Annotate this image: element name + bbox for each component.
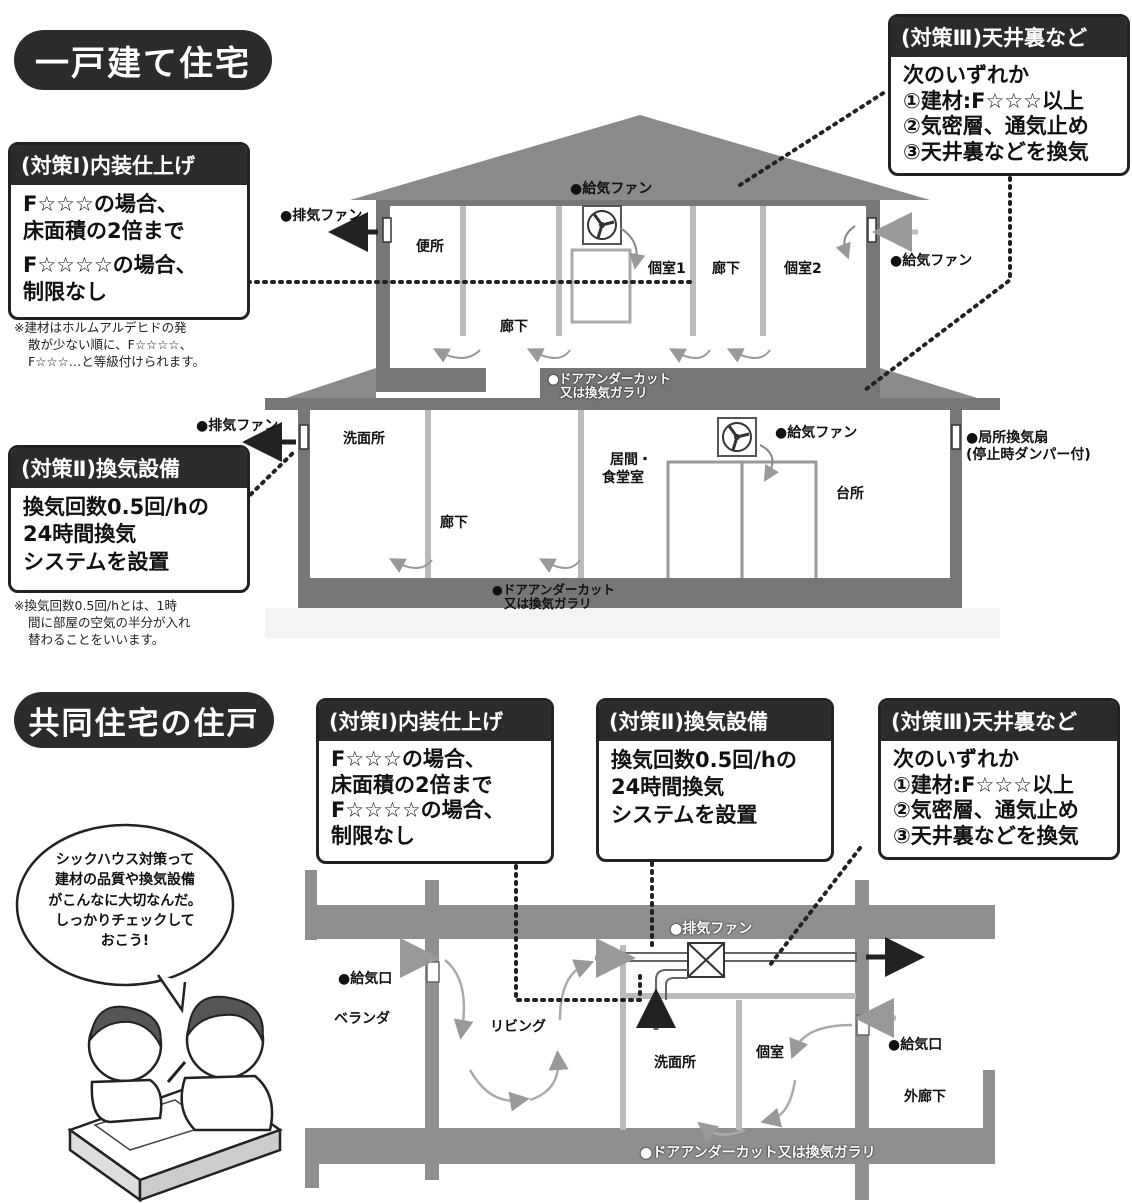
supply-fan-label: ●給気ファン (890, 253, 973, 269)
apartment-measure3-header: (対策Ⅲ)天井裏など (881, 701, 1117, 741)
speech-bubble-illustration (15, 823, 235, 1014)
door-undercut-label: ●ドアアンダーカット 又は換気ガラリ (492, 582, 615, 612)
exhaust-fan-label: ●排気ファン (280, 208, 363, 224)
apartment-measure1-line: 床面積の2倍まで (331, 772, 493, 797)
house-measure2-line: 換気回数0.5回/hの (23, 495, 209, 519)
house-measure2-note: ※換気回数0.5回/hとは、1時 間に部屋の空気の半分が入れ 替わることをいいま… (14, 598, 191, 647)
exhaust-duct (625, 952, 857, 962)
exhaust-fan-label: ●排気ファン (670, 921, 753, 937)
private-room-label: 個室 (756, 1045, 784, 1061)
apartment-measure1-header: (対策Ⅰ)内装仕上げ (319, 701, 551, 741)
apartment-measure1-line: 制限なし (331, 823, 415, 848)
room1-label: 個室1 (648, 261, 686, 277)
supply-fan-label: ●給気ファン (775, 425, 858, 441)
apartment-section-title: 共同住宅の住戸 (14, 692, 274, 748)
house-measure3-header: (対策Ⅲ)天井裏など (891, 17, 1127, 57)
partition-toilet (460, 206, 466, 336)
apartment-drawing (305, 846, 995, 1200)
apartment-measure1-card: (対策Ⅰ)内装仕上げ F☆☆☆の場合、 床面積の2倍まで F☆☆☆☆の場合、 制… (316, 698, 554, 864)
apartment-measure2-header: (対策Ⅱ)換気設備 (599, 701, 831, 741)
local-fan-label: ●局所換気扇 (停止時ダンパー付) (966, 430, 1091, 463)
living-label: リビング (490, 1019, 546, 1035)
lower-left-wall (298, 405, 310, 605)
apartment-top-wall (305, 905, 995, 939)
house-measure3-line: ②気密層、通気止め (903, 114, 1089, 139)
house-measure2-card: (対策Ⅱ)換気設備 換気回数0.5回/hの 24時間換気 システムを設置 (8, 445, 250, 593)
apartment-measure2-line: システムを設置 (611, 802, 758, 827)
apartment-measure2-line: 換気回数0.5回/hの (611, 748, 797, 772)
house-measure1-header: (対策Ⅰ)内装仕上げ (11, 145, 247, 185)
supply-fan-label: ●給気ファン (570, 181, 653, 197)
door-undercut-label: ●ドアアンダーカット又は換気ガラリ (640, 1145, 876, 1161)
children-illustration (67, 995, 283, 1203)
house-measure3-card: (対策Ⅲ)天井裏など 次のいずれか ①建材:F☆☆☆以上 ②気密層、通気止め ③… (888, 14, 1130, 176)
apartment-measure3-line: 次のいずれか (893, 747, 1019, 771)
apartment-measure2-line: 24時間換気 (611, 775, 725, 800)
house-measure2-header: (対策Ⅱ)換気設備 (11, 448, 247, 488)
apartment-measure3-line: ①建材:F☆☆☆以上 (893, 772, 1075, 797)
outer-corridor-label: 外廊下 (904, 1089, 946, 1105)
toilet-label: 便所 (416, 239, 444, 255)
apartment-measure2-card: (対策Ⅱ)換気設備 換気回数0.5回/hの 24時間換気 システムを設置 (596, 698, 834, 862)
house-measure1-note: ※建材はホルムアルデヒドの発 散が少ない順に、F☆☆☆☆、 F☆☆☆…と等級付け… (14, 320, 206, 369)
apartment-measure1-line: F☆☆☆☆の場合、 (331, 798, 505, 823)
apartment-measure3-card: (対策Ⅲ)天井裏など 次のいずれか ①建材:F☆☆☆以上 ②気密層、通気止め ③… (878, 698, 1120, 860)
room2-label: 個室2 (784, 261, 822, 277)
apartment-measure3-line: ②気密層、通気止め (893, 798, 1079, 823)
supply-inlet-label: ●給気口 (888, 1037, 943, 1053)
lower-floor-slab (298, 578, 962, 608)
living-dining-label: 居間・ 食堂室 (602, 452, 652, 486)
house-measure2-line: システムを設置 (23, 549, 170, 574)
washroom-label: 洗面所 (343, 431, 385, 447)
hall-label: 廊下 (500, 319, 528, 335)
washroom-label: 洗面所 (654, 1055, 696, 1071)
house-measure1-line: F☆☆☆の場合、 (23, 192, 178, 216)
house-measure1-card: (対策Ⅰ)内装仕上げ F☆☆☆の場合、 床面積の2倍まで F☆☆☆☆の場合、 制… (8, 142, 250, 320)
exhaust-fan-label: ●排気ファン (196, 418, 279, 434)
house-measure3-line: ①建材:F☆☆☆以上 (903, 88, 1085, 113)
hall-label: 廊下 (712, 261, 740, 277)
house-measure1-line: 床面積の2倍まで (23, 219, 185, 244)
hall-label: 廊下 (440, 515, 468, 531)
house-drawing (242, 88, 1012, 638)
corridor-wall (855, 880, 869, 1200)
house-measure1-line: F☆☆☆☆の場合、 (23, 252, 197, 277)
house-measure1-line: 制限なし (23, 279, 107, 304)
apartment-bottom-wall (305, 1128, 995, 1164)
house-measure3-line: 次のいずれか (903, 63, 1029, 87)
supply-inlet-label: ●給気口 (338, 971, 393, 987)
kitchen-label: 台所 (836, 486, 864, 502)
house-measure3-line: ③天井裏などを換気 (903, 139, 1089, 164)
veranda-wall (425, 880, 439, 1180)
house-measure2-line: 24時間換気 (23, 522, 137, 547)
veranda-label: ベランダ (334, 1011, 390, 1027)
upper-roof (350, 115, 930, 200)
apartment-measure3-line: ③天井裏などを換気 (893, 823, 1079, 848)
lower-right-wall (950, 405, 962, 605)
lower-ceiling (265, 398, 1000, 410)
apartment-measure1-line: F☆☆☆の場合、 (331, 747, 486, 771)
door-undercut-label: ●ドアアンダーカット 又は換気ガラリ (548, 371, 671, 401)
speech-bubble-text: シックハウス対策って 建材の品質や換気設備 がこんなに大切なんだ。 しっかりチェ… (48, 852, 202, 950)
house-section-title: 一戸建て住宅 (14, 30, 272, 90)
